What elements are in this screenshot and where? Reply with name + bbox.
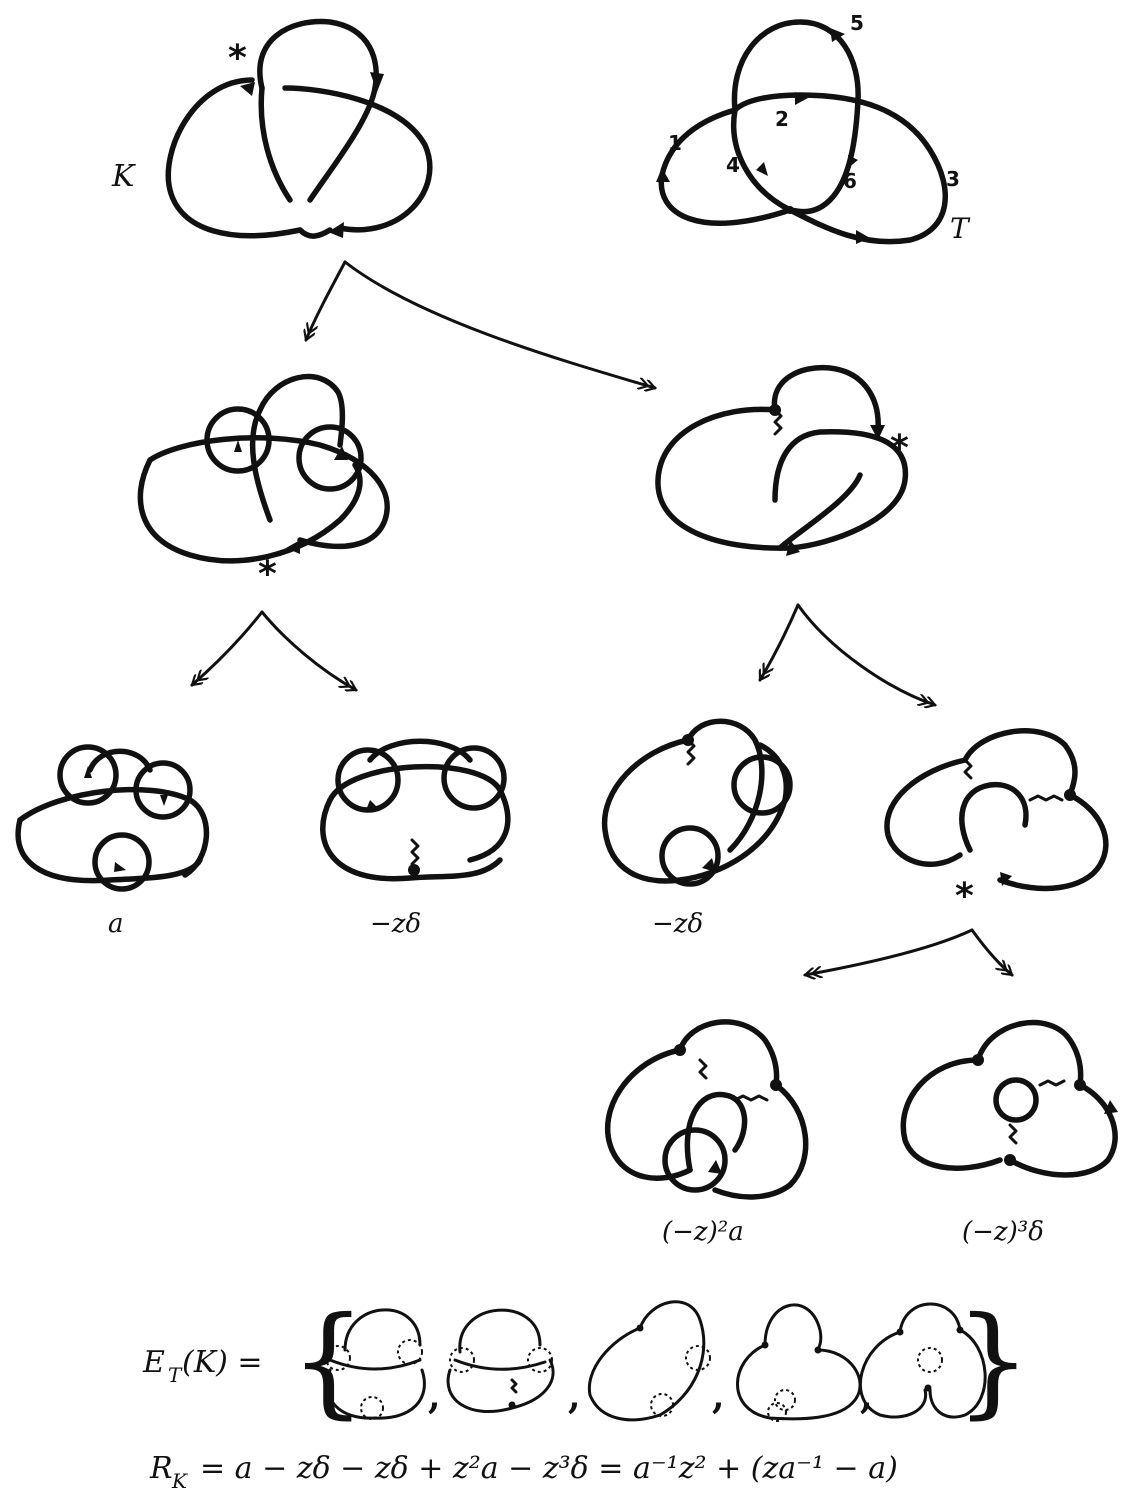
- brace-close: }: [955, 1292, 1031, 1431]
- crossing-3: 3: [946, 167, 960, 191]
- state-thumb-3: [587, 1300, 711, 1422]
- crossing-1: 1: [668, 131, 682, 155]
- states-set-label: E T (K) =: [142, 1345, 263, 1387]
- leaf-state-mzd-1: [320, 738, 511, 882]
- separator-3: ,: [712, 1375, 725, 1417]
- formula-lhs: R: [149, 1451, 173, 1486]
- branch-arrows-root: [306, 260, 655, 388]
- leaf-state-a: [15, 744, 210, 892]
- state-level1-right: [655, 364, 909, 556]
- separator-2: ,: [568, 1375, 581, 1417]
- tree-t-diagram: [656, 19, 949, 245]
- state-thumb-4: [736, 1303, 862, 1422]
- branch-arrows-level1: [192, 603, 935, 705]
- brace-open: {: [290, 1292, 366, 1431]
- leaf-state-z2a: [604, 1019, 809, 1200]
- formula-lhs-sub: K: [171, 1469, 188, 1493]
- tree-label: T: [950, 212, 971, 245]
- leaf-weight-3: −zδ: [652, 909, 703, 939]
- state-thumb-2: [446, 1308, 555, 1414]
- leaf-weight-5: (−z)³δ: [962, 1217, 1044, 1247]
- states-label-e: E: [142, 1345, 165, 1380]
- star-marker-k: *: [228, 38, 247, 79]
- states-label-sub: T: [168, 1363, 183, 1387]
- leaf-state-z3d: [900, 1019, 1118, 1178]
- crossing-2: 2: [775, 107, 789, 131]
- star-marker-r1: *: [890, 428, 909, 469]
- formula-rhs: = a − zδ − zδ + z²a − z³δ = a⁻¹z² + (za⁻…: [200, 1451, 898, 1486]
- state-level2-right: [884, 728, 1109, 892]
- star-marker-l1: *: [258, 554, 277, 595]
- crossing-5: 5: [850, 11, 864, 35]
- branch-arrows-level2: [805, 928, 1012, 975]
- crossing-4: 4: [726, 153, 740, 177]
- state-thumb-1: [325, 1308, 426, 1420]
- state-level1-left: [137, 373, 390, 564]
- separator-1: ,: [428, 1375, 441, 1417]
- knot-k-diagram: [165, 18, 433, 239]
- formula: R K = a − zδ − zδ + z²a − z³δ = a⁻¹z² + …: [149, 1451, 898, 1493]
- leaf-weight-2: −zδ: [370, 909, 421, 939]
- knot-label: K: [111, 159, 136, 194]
- star-marker-l2: *: [955, 876, 974, 917]
- crossing-6: 6: [843, 169, 857, 193]
- leaf-weight-4: (−z)²a: [662, 1217, 744, 1247]
- leaf-weight-1: a: [108, 909, 124, 939]
- state-thumb-5: [858, 1302, 987, 1419]
- states-label-arg: (K) =: [182, 1345, 263, 1380]
- leaf-state-mzd-2: [601, 718, 793, 887]
